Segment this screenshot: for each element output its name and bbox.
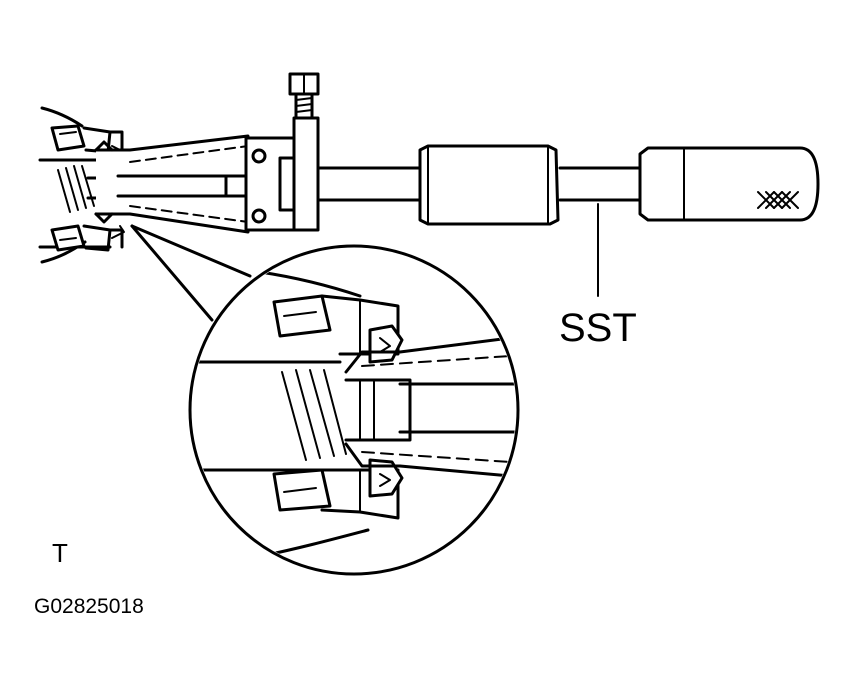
puller-jaws (96, 136, 250, 232)
clamp-block (246, 118, 318, 230)
slide-hammer-shaft (318, 146, 818, 224)
detail-callout (132, 226, 518, 574)
hatched-grip-icon (758, 192, 798, 208)
view-letter: T (52, 538, 68, 568)
hub-assembly (40, 108, 124, 262)
enlarged-detail (190, 272, 520, 556)
hex-bolt-icon (290, 74, 318, 118)
figure-code: G02825018 (34, 595, 144, 618)
tool-label-sst: SST (559, 306, 637, 350)
